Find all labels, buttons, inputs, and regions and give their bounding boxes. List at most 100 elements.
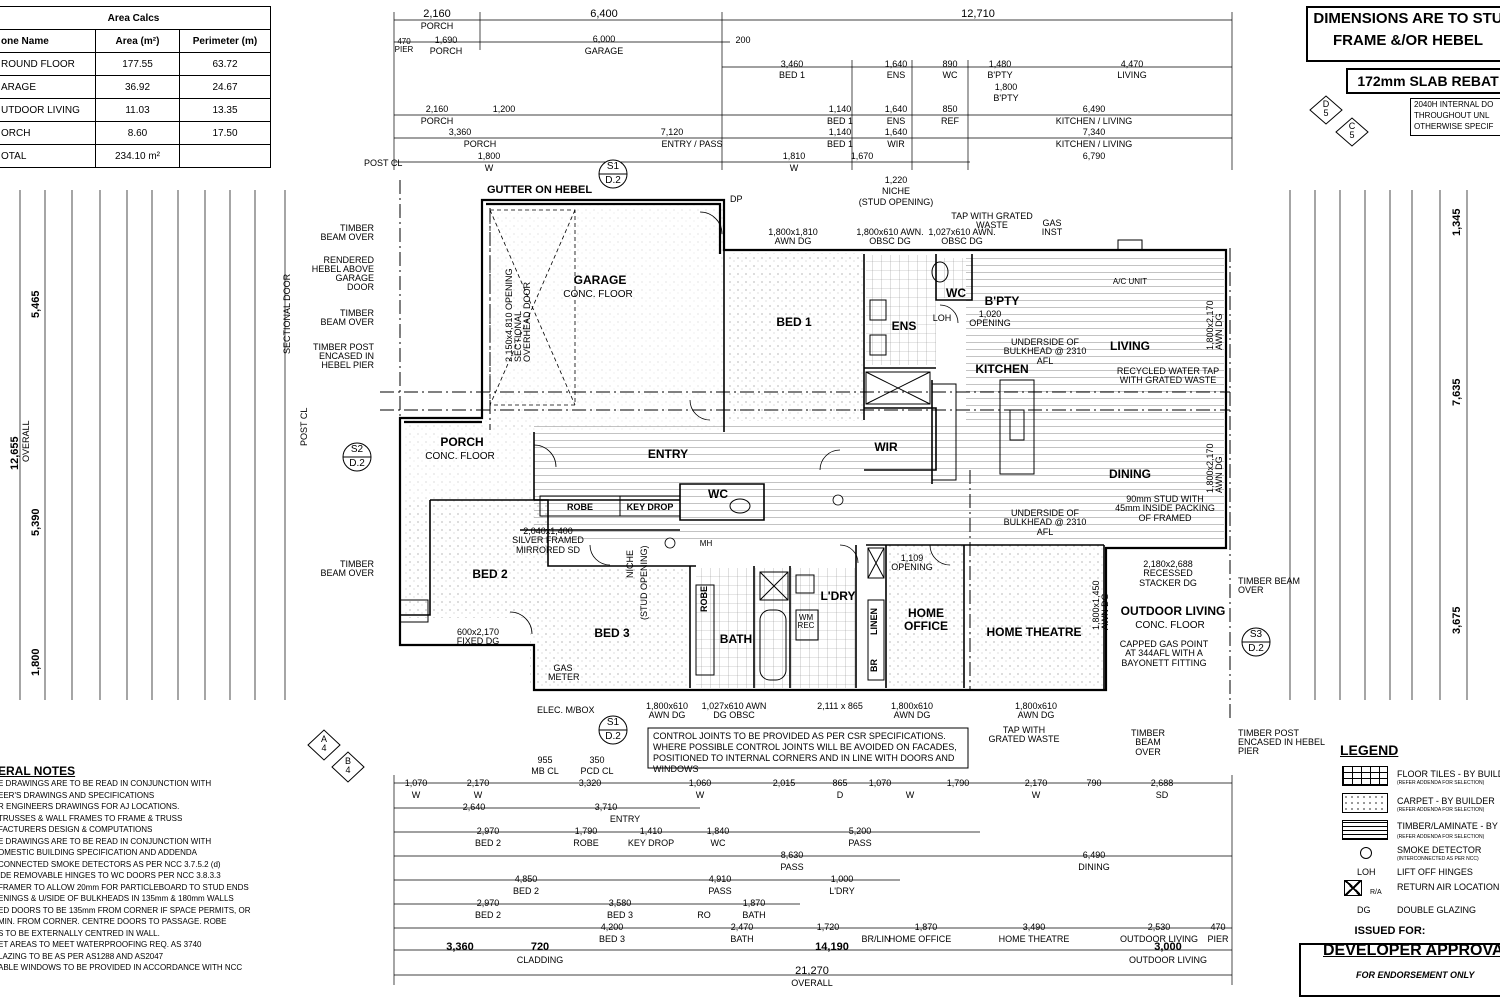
room-home-theatre: HOME THEATRE — [986, 625, 1082, 639]
cell: ROUND FLOOR — [0, 52, 96, 76]
dim-top-label: PORCH — [420, 21, 454, 31]
dim-top: 1,200 — [492, 104, 516, 114]
dim-top: 470 PIER — [394, 37, 414, 55]
dim-left: 1,800 — [30, 648, 42, 676]
dim-top: 1,640 — [884, 104, 908, 114]
door-note-line: OTHERWISE SPECIF — [1414, 122, 1494, 131]
room-robe: ROBE — [566, 502, 594, 512]
timber-beam-note: TIMBER BEAM OVER — [1130, 728, 1165, 757]
dim-top: 890 — [942, 59, 958, 69]
dim-bottom-label: PASS — [848, 838, 872, 848]
timber-beam-note: TIMBER BEAM OVER — [1238, 576, 1301, 595]
dim-right: 7,635 — [1451, 378, 1463, 406]
office-carpet — [887, 543, 964, 688]
note-line: IDE REMOVABLE HINGES TO WC DOORS PER NCC… — [0, 871, 221, 880]
issued-note: FOR ENDORSEMENT ONLY — [1356, 970, 1475, 980]
dim-top: 3,460 — [780, 59, 804, 69]
legend-item-sub: (INTERCONNECTED AS PER NCC) — [1397, 856, 1479, 862]
wm-rec: WM REC — [797, 613, 815, 631]
dim-right: 1,345 — [1451, 208, 1463, 236]
note-line: CONNECTED SMOKE DETECTORS AS PER NCC 3.7… — [0, 859, 221, 869]
dim-bottom: 2,015 — [772, 778, 796, 788]
niche-dim-note: (STUD OPENING) — [858, 197, 934, 207]
dim-bottom: 1,720 — [816, 922, 840, 932]
dim-bottom-label: OUTDOOR LIVING — [1119, 934, 1199, 944]
room-home-office: HOME OFFICE — [904, 606, 948, 633]
note-line: TRUSSES & WALL FRAMES TO FRAME & TRUSS — [0, 813, 183, 823]
dim-top: 1,670 — [850, 151, 874, 161]
manhole: MH — [699, 539, 713, 548]
post-cl-label: POST CL — [364, 158, 403, 168]
post-cl-label: POST CL — [299, 407, 309, 446]
dim-top: 1,690 — [434, 35, 458, 45]
dim-bottom: 5,200 — [848, 826, 872, 836]
dim-top: 2,160 — [425, 104, 449, 114]
marker-id: S2 — [350, 444, 364, 455]
general-notes: ERAL NOTES E DRAWINGS ARE TO BE READ IN … — [0, 764, 288, 974]
dim-bottom-label: W — [411, 790, 421, 800]
marker-id: D — [1322, 99, 1330, 109]
section-markers — [307, 95, 1369, 783]
control-joints-box — [647, 727, 969, 769]
dim-bottom: 350 — [589, 755, 605, 765]
dim-bottom: 3,490 — [1022, 922, 1046, 932]
legend-item-sub: (REFER ADDENDA FOR SELECTION) — [1397, 780, 1485, 786]
legend-item: RETURN AIR LOCATION — [1397, 882, 1500, 892]
room-robe-vertical: ROBE — [699, 585, 709, 612]
tap-note: TAP WITH GRATED WASTE — [951, 211, 1033, 231]
cell: 13.35 — [179, 98, 271, 122]
room-key-drop: KEY DROP — [626, 502, 674, 512]
room-porch-floor: CONC. FLOOR — [425, 451, 495, 462]
ldry-door: 2,111 x 865 — [817, 701, 863, 711]
dim-bottom: 470 — [1210, 922, 1226, 932]
dimensions-note-box: DIMENSIONS ARE TO STU FRAME &/OR HEBEL — [1306, 6, 1500, 62]
room-linen: LINEN — [869, 608, 879, 635]
issued-label: ISSUED FOR: — [1354, 925, 1426, 937]
dim-bottom-label: D — [836, 790, 844, 800]
dim-bottom-label: BED 3 — [606, 910, 634, 920]
window-living: 1,800x2,170 AWN DG — [1205, 300, 1224, 350]
legend-item-sub: (REFER ADDENDA FOR SELECTION) — [1397, 807, 1485, 813]
door-swings — [509, 211, 959, 635]
living-timber — [966, 253, 1224, 543]
dim-bottom-label: HOME THEATRE — [998, 934, 1070, 944]
dim-top-label: BED 1 — [778, 70, 806, 80]
dim-bottom-label: ENTRY — [609, 814, 641, 824]
room-outdoor-living: OUTDOOR LIVING — [1120, 604, 1226, 618]
room-wc-mid: WC — [708, 487, 728, 501]
smoke-detectors — [664, 494, 844, 549]
dim-bottom-label: BR/LIN — [861, 934, 891, 944]
room-wir: WIR — [874, 440, 898, 454]
stud-opening-note: (STUD OPENING) — [639, 545, 649, 620]
dim-bottom: 14,190 — [815, 941, 849, 953]
dim-overall-label: OVERALL — [791, 978, 833, 988]
dim-top: 2,160 — [423, 8, 451, 20]
dim-bottom: 1,410 — [639, 826, 663, 836]
room-ens: ENS — [891, 319, 917, 333]
dim-bottom-label: W — [1031, 790, 1041, 800]
gas-meter: GAS METER — [548, 663, 580, 683]
garage-door-symbol — [489, 209, 576, 406]
marker-id: S1 — [606, 161, 620, 172]
dim-bottom-label: BED 2 — [474, 910, 502, 920]
dim-bottom-label: PASS — [780, 862, 804, 872]
slab-note: 172mm SLAB REBAT — [1357, 73, 1499, 89]
dim-top-label: LIVING — [1117, 70, 1147, 80]
stud-packing-note: 90mm STUD WITH 45mm INSIDE PACKING OF FR… — [1115, 494, 1215, 523]
left-dimension-lines — [19, 190, 286, 700]
dim-bottom: 2,688 — [1150, 778, 1174, 788]
gas-inst: GAS INST — [1041, 218, 1063, 238]
cell: 63.72 — [179, 52, 271, 76]
dim-left: 5,465 — [30, 290, 42, 318]
dim-top: 7,340 — [1082, 127, 1106, 137]
dim-top-label: KITCHEN / LIVING — [1055, 116, 1133, 126]
legend-item-sub: (REFER ADDENDA FOR SELECTION) — [1397, 834, 1485, 840]
dim-bottom: 720 — [530, 941, 550, 953]
dim-bottom-label: KEY DROP — [627, 838, 675, 848]
dim-right: 3,675 — [1451, 606, 1463, 634]
porch-fill — [404, 420, 534, 500]
dim-bottom-label: W — [695, 790, 705, 800]
dim-bottom: 955 — [537, 755, 553, 765]
